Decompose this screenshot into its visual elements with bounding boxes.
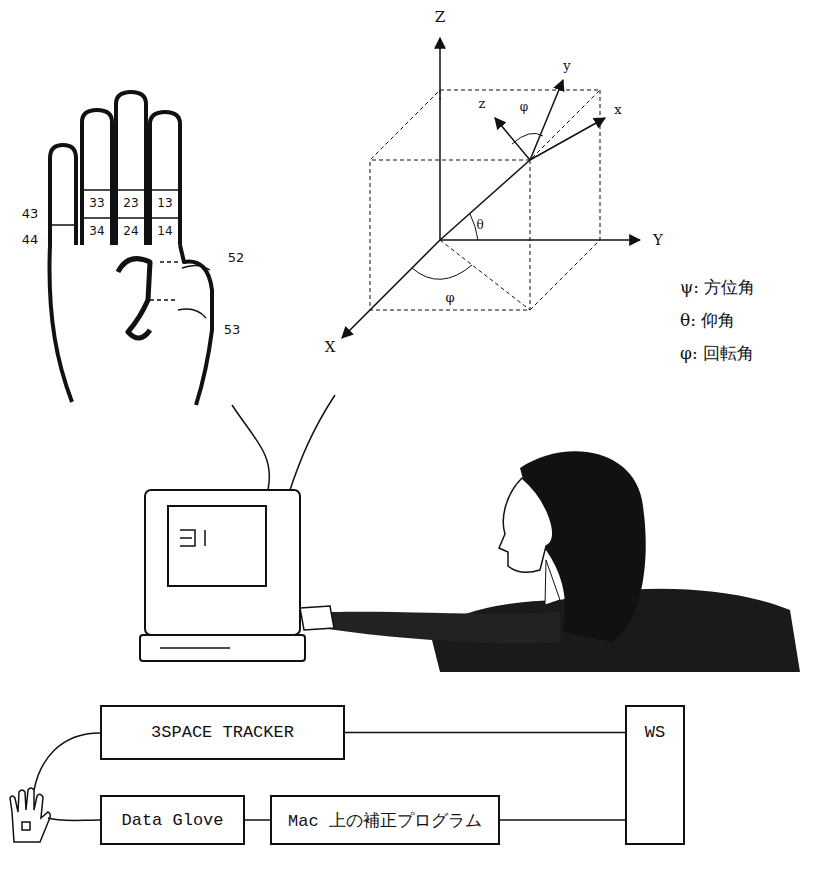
callout-number: 24 bbox=[123, 225, 138, 238]
callout-number: 33 bbox=[89, 197, 104, 210]
angle-label: φ bbox=[445, 291, 454, 305]
glove-wire bbox=[34, 733, 100, 821]
computer bbox=[140, 490, 305, 661]
callout-number: 44 bbox=[22, 233, 39, 247]
connector-line bbox=[500, 819, 625, 821]
hand-drawing bbox=[50, 92, 212, 405]
axis-label: Y bbox=[653, 232, 663, 249]
angle-note: θ: 仰角 bbox=[680, 311, 735, 330]
callout-number: 34 bbox=[89, 225, 104, 238]
callout-number: 52 bbox=[228, 251, 245, 265]
box-label: 3SPACE TRACKER bbox=[151, 723, 294, 742]
axis-label: x bbox=[614, 103, 621, 117]
glove-icon bbox=[10, 788, 50, 842]
person bbox=[300, 451, 800, 672]
coordinate-axes bbox=[342, 38, 640, 338]
callout-number: 14 bbox=[157, 225, 172, 238]
workstation-box: WS bbox=[625, 705, 685, 845]
callout-curve bbox=[232, 395, 335, 490]
connector-line bbox=[345, 732, 625, 734]
box-label: Data Glove bbox=[121, 811, 223, 830]
callout-number: 13 bbox=[157, 197, 172, 210]
box-label: Mac 上の補正プログラム bbox=[288, 809, 482, 832]
connector-line bbox=[245, 819, 270, 821]
callout-number: 53 bbox=[224, 323, 241, 337]
angle-note: φ: 回転角 bbox=[680, 344, 754, 363]
angle-label: θ bbox=[476, 219, 483, 232]
axis-label: Z bbox=[435, 9, 445, 26]
process-box: Mac 上の補正プログラム bbox=[270, 795, 500, 845]
callout-number: 43 bbox=[22, 207, 39, 221]
axis-label: z bbox=[479, 97, 486, 111]
angle-label: φ bbox=[520, 101, 528, 114]
axis-label: y bbox=[563, 59, 570, 73]
process-box: Data Glove bbox=[100, 795, 245, 845]
process-box: 3SPACE TRACKER bbox=[100, 705, 345, 760]
box-label: WS bbox=[645, 723, 665, 742]
axis-label: X bbox=[325, 339, 336, 356]
callout-number: 23 bbox=[123, 197, 138, 210]
finger-joint-line bbox=[50, 190, 180, 225]
angle-note: ψ: 方位角 bbox=[680, 278, 755, 297]
